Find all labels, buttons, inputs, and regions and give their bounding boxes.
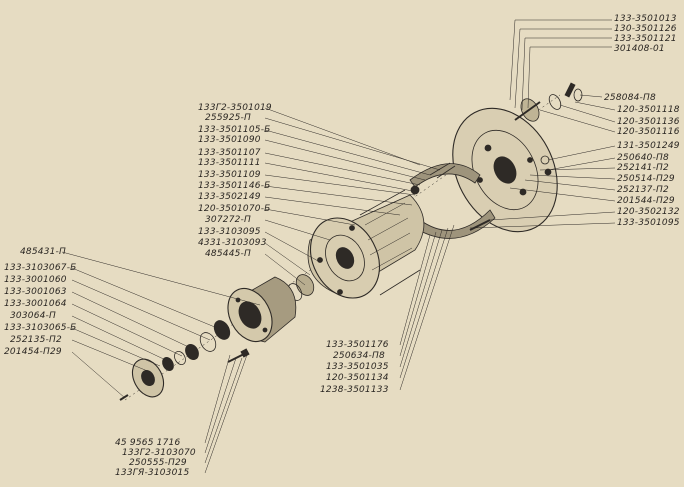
brake-backing-plate [452, 107, 558, 233]
bolt [227, 348, 250, 363]
part-label: 250514-П29 [617, 174, 675, 184]
part-label: 131-3501249 [617, 141, 680, 151]
part-label: 120-3502132 [617, 207, 680, 217]
part-label: 133ГЯ-3103015 [115, 468, 190, 478]
part-label: 255925-П [205, 113, 251, 123]
brake-drum [307, 189, 425, 299]
part-label: 133-3501035 [326, 362, 389, 372]
part-label: 133-3103065-Б [4, 323, 77, 333]
part-label: 133-3501107 [198, 148, 261, 158]
part-label: 133-3502149 [198, 192, 261, 202]
part-label: 201454-П29 [4, 347, 62, 357]
part-label: 133-3001063 [4, 287, 67, 297]
part-label: 120-3501116 [617, 127, 680, 137]
part-label: 120-3501134 [326, 373, 389, 383]
part-label: 45 9565 1716 [115, 438, 181, 448]
part-label: 133-3501121 [614, 34, 677, 44]
part-label: 133-3001064 [4, 299, 67, 309]
part-label: 133-3501109 [198, 170, 261, 180]
part-label: 120-3501070-Б [198, 204, 271, 214]
part-label: 485431-П [20, 247, 66, 257]
brake-shoes [409, 162, 496, 239]
part-label: 250634-П8 [333, 351, 385, 361]
part-label: 120-3501118 [617, 105, 680, 115]
leader-lines [61, 19, 616, 474]
part-label: 258084-П8 [604, 93, 656, 103]
part-label: 133-3501095 [617, 218, 680, 228]
part-label: 252141-П2 [617, 163, 669, 173]
part-label: 133Г2-3501019 [198, 103, 272, 113]
part-label: 133-3501111 [198, 158, 261, 168]
part-label: 250555-П29 [129, 458, 187, 468]
part-label: 252135-П2 [10, 335, 62, 345]
part-label: 252137-П2 [617, 185, 669, 195]
part-label: 133-3501105-Б [198, 125, 271, 135]
part-label: 307272-П [205, 215, 251, 225]
part-label: 303064-П [10, 311, 56, 321]
drive-flange [227, 276, 297, 343]
end-cap [119, 358, 165, 401]
washers [162, 320, 231, 372]
part-label: 133-3501146-Б [198, 181, 271, 191]
part-label: 120-3501136 [617, 117, 680, 127]
part-label: 133Г2-3103070 [122, 448, 196, 458]
part-label: 130-3501126 [614, 24, 677, 34]
part-label: 301408-01 [614, 44, 665, 54]
upper-small-parts [514, 82, 583, 176]
part-label: 133-3103067-Б [4, 263, 77, 273]
part-label: 133-3501013 [614, 14, 677, 24]
part-label: 4331-3103093 [198, 238, 267, 248]
part-label: 133-3001060 [4, 275, 67, 285]
part-label: 201544-П29 [617, 196, 675, 206]
part-label: 133-3501176 [326, 340, 389, 350]
part-label: 1238-3501133 [320, 385, 389, 395]
part-label: 133-3501090 [198, 135, 261, 145]
part-label: 485445-П [205, 249, 251, 259]
part-label: 133-3103095 [198, 227, 261, 237]
part-label: 250640-П8 [617, 153, 669, 163]
